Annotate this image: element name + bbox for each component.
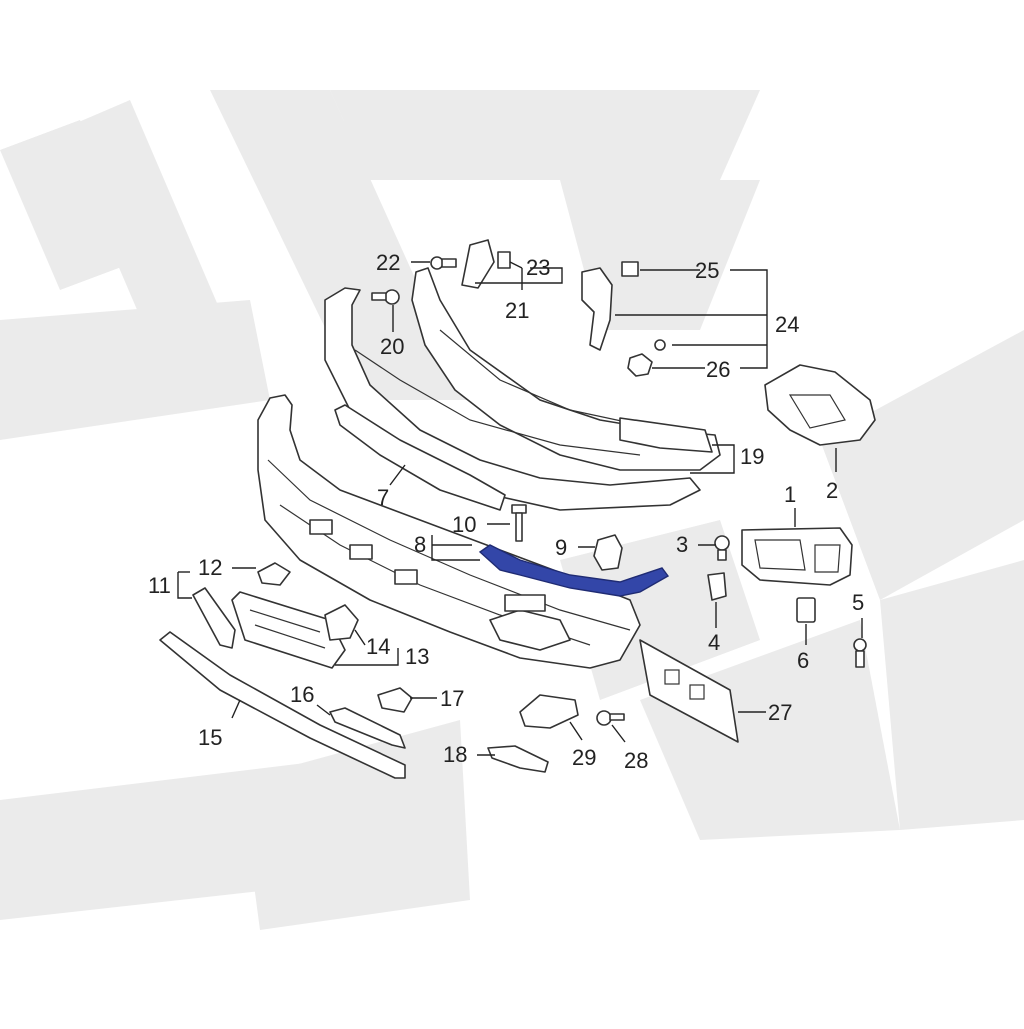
callout-9: 9 bbox=[555, 535, 567, 560]
callout-1: 1 bbox=[784, 482, 796, 507]
part-4-clip bbox=[707, 572, 727, 601]
part-5-bolt bbox=[853, 638, 867, 668]
callout-labels: 1 2 3 4 5 6 7 8 9 10 11 12 13 14 15 16 1… bbox=[148, 250, 864, 773]
callout-12: 12 bbox=[198, 555, 222, 580]
part-18-bracket bbox=[487, 745, 549, 773]
part-24-bracket bbox=[581, 267, 613, 351]
part-29-tow-hook bbox=[519, 694, 579, 729]
part-8-bracket-highlighted bbox=[478, 544, 670, 597]
callout-25: 25 bbox=[695, 258, 719, 283]
callout-10: 10 bbox=[452, 512, 476, 537]
part-6-cap bbox=[796, 597, 816, 623]
part-14-bracket bbox=[324, 604, 359, 641]
part-2-bracket bbox=[764, 364, 876, 446]
callout-4: 4 bbox=[708, 630, 720, 655]
part-13-lower-grille bbox=[231, 591, 346, 669]
callout-8: 8 bbox=[414, 532, 426, 557]
callout-13: 13 bbox=[405, 644, 429, 669]
part-26-nut bbox=[627, 339, 666, 377]
part-16-trim bbox=[329, 707, 406, 749]
part-15-lower-strip bbox=[159, 631, 406, 779]
callout-21: 21 bbox=[505, 298, 529, 323]
callout-16: 16 bbox=[290, 682, 314, 707]
callout-27: 27 bbox=[768, 700, 792, 725]
callout-14: 14 bbox=[366, 634, 390, 659]
part-7-bumper-bar bbox=[257, 394, 641, 669]
callout-3: 3 bbox=[676, 532, 688, 557]
callout-20: 20 bbox=[380, 334, 404, 359]
part-17-clip bbox=[377, 687, 413, 713]
callout-24: 24 bbox=[775, 312, 799, 337]
leader-lines bbox=[177, 261, 863, 756]
callout-5: 5 bbox=[852, 590, 864, 615]
callout-15: 15 bbox=[198, 725, 222, 750]
callout-23: 23 bbox=[526, 255, 550, 280]
callout-2: 2 bbox=[826, 478, 838, 503]
part-10-push-pin bbox=[511, 504, 527, 542]
callout-17: 17 bbox=[440, 686, 464, 711]
callout-19: 19 bbox=[740, 444, 764, 469]
part-19-upper-valance bbox=[324, 267, 721, 511]
part-11-trim bbox=[192, 587, 236, 649]
callout-28: 28 bbox=[624, 748, 648, 773]
part-12-clip bbox=[257, 562, 291, 586]
part-27-license-bracket bbox=[639, 639, 739, 743]
watermark bbox=[0, 90, 1024, 930]
part-9-clip bbox=[593, 534, 623, 571]
part-20-screw bbox=[371, 289, 400, 305]
part-21-bracket bbox=[461, 239, 495, 289]
part-28-bolt bbox=[596, 710, 625, 726]
callout-6: 6 bbox=[797, 648, 809, 673]
callout-26: 26 bbox=[706, 357, 730, 382]
callout-29: 29 bbox=[572, 745, 596, 770]
part-22-bolt bbox=[430, 256, 457, 270]
part-25-clip bbox=[621, 261, 639, 277]
callout-7: 7 bbox=[377, 485, 389, 510]
part-23-clip bbox=[497, 251, 511, 269]
callout-22: 22 bbox=[376, 250, 400, 275]
part-3-screw bbox=[714, 535, 730, 561]
part-1-fog-lamp-bezel bbox=[741, 527, 853, 586]
callout-11: 11 bbox=[148, 573, 171, 598]
callout-18: 18 bbox=[443, 742, 467, 767]
